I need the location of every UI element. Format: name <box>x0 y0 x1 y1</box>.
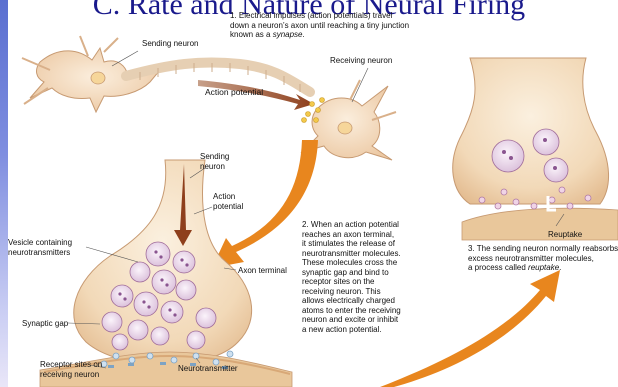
step2-caption: 2. When an action potential reaches an a… <box>302 220 452 334</box>
step2-line: it stimulates the release of <box>302 239 452 249</box>
label-vesicle-1: Vesicle containing <box>8 238 72 248</box>
label-action-potential-mid-2: potential <box>213 202 243 212</box>
step3-line: excess neurotransmitter molecules, <box>468 254 618 264</box>
step1-caption: 1. Electrical impulses (action potential… <box>230 11 480 40</box>
label-action-potential-mid-1: Action <box>213 192 235 202</box>
step2-line: neuron and excite or inhibit <box>302 315 452 325</box>
step2-line: receiving neuron. This <box>302 287 452 297</box>
step2-line: 2. When an action potential <box>302 220 452 230</box>
label-neurotransmitter: Neurotransmitter <box>178 364 238 374</box>
step2-line: atoms to enter the receiving <box>302 306 452 316</box>
step2-line: reaches an axon terminal, <box>302 230 452 240</box>
label-receptor-sites-1: Receptor sites on <box>40 360 102 370</box>
step3-line: a process called reuptake. <box>468 263 618 273</box>
step2-line: a new action potential. <box>302 325 452 335</box>
label-axon-terminal: Axon terminal <box>238 266 287 276</box>
step3-caption: 3. The sending neuron normally reabsorbs… <box>468 244 618 273</box>
label-receptor-sites-2: receiving neuron <box>40 370 99 380</box>
step2-line: allows electrically charged <box>302 296 452 306</box>
step1-line: down a neuron’s axon until reaching a ti… <box>230 21 480 31</box>
reuptake-panel <box>453 58 618 240</box>
label-receiving-neuron: Receiving neuron <box>330 56 392 66</box>
step1-line: 1. Electrical impulses (action potential… <box>230 11 480 21</box>
label-sending-neuron-mid-1: Sending <box>200 152 229 162</box>
label-synaptic-gap: Synaptic gap <box>22 319 68 329</box>
label-action-potential-top: Action potential <box>205 88 263 98</box>
step2-line: synaptic gap and bind to <box>302 268 452 278</box>
label-vesicle-2: neurotransmitters <box>8 248 70 258</box>
step2-line: These molecules cross the <box>302 258 452 268</box>
step1-line: known as a synapse. <box>230 30 480 40</box>
label-sending-neuron-mid-2: neuron <box>200 162 225 172</box>
label-sending-neuron-top: Sending neuron <box>142 39 199 49</box>
label-reuptake: Reuptake <box>548 230 582 240</box>
step2-line: neurotransmitter molecules. <box>302 249 452 259</box>
step2-line: receptor sites on the <box>302 277 452 287</box>
step3-line: 3. The sending neuron normally reabsorbs <box>468 244 618 254</box>
